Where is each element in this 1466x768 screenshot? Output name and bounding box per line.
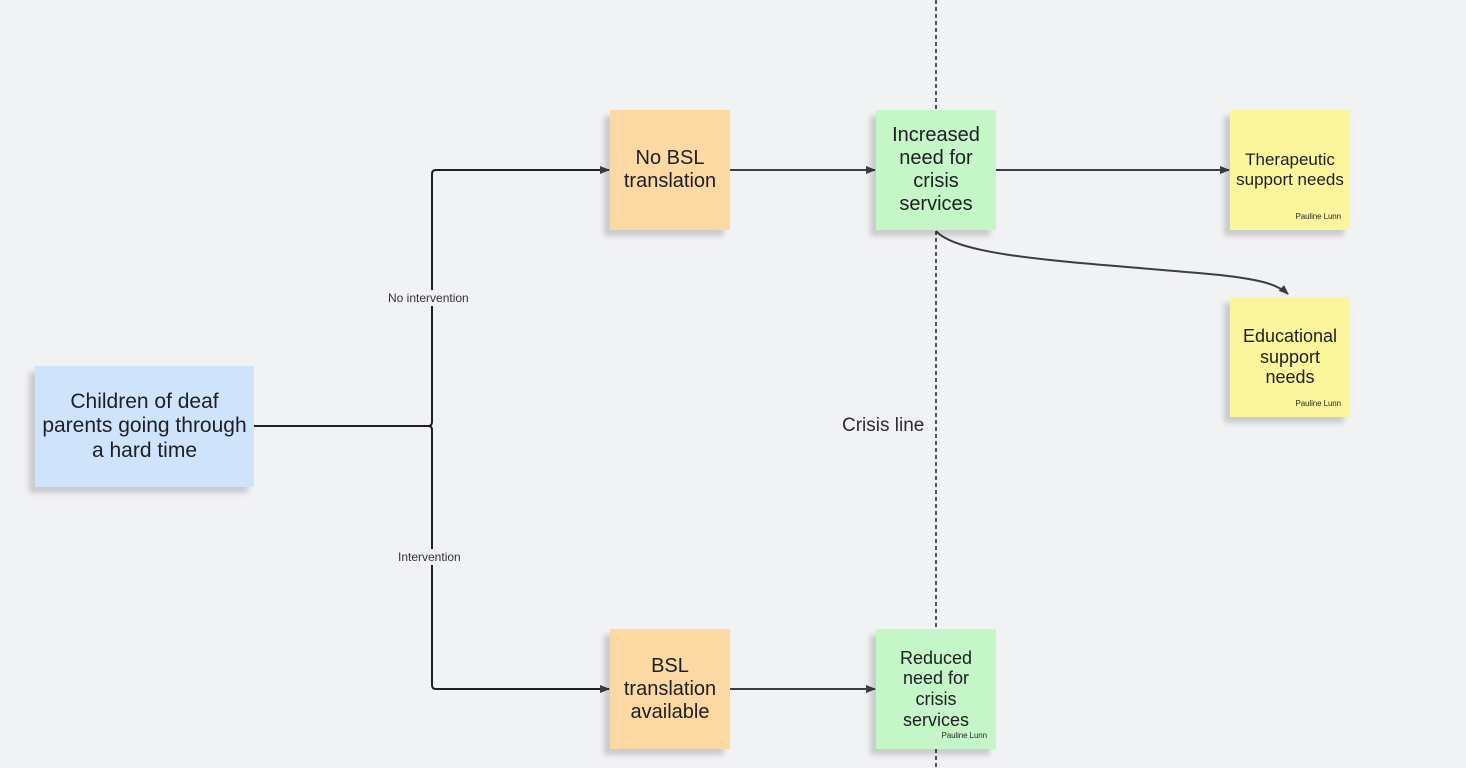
connector-intervention[interactable] xyxy=(427,425,610,693)
sticky-educational-support[interactable]: Educational support needs Pauline Lunn xyxy=(1230,297,1350,417)
sticky-author: Pauline Lunn xyxy=(1295,398,1341,408)
sticky-text: Educational support needs xyxy=(1242,325,1338,388)
sticky-children-of-deaf-parents[interactable]: Children of deaf parents going through a… xyxy=(35,366,254,487)
sticky-therapeutic-support[interactable]: Therapeutic support needs Pauline Lunn xyxy=(1230,110,1350,230)
sticky-author: Pauline Lunn xyxy=(1295,211,1341,221)
edge-label-intervention: Intervention xyxy=(396,549,463,565)
sticky-text: BSL translation available xyxy=(623,654,717,723)
edge-label-no-intervention: No intervention xyxy=(386,290,471,306)
sticky-bsl-translation-available[interactable]: BSL translation available xyxy=(610,629,730,749)
sticky-text: Children of deaf parents going through a… xyxy=(42,390,247,462)
sticky-text: No BSL translation xyxy=(623,147,717,192)
connector-increased-to-educational[interactable] xyxy=(935,230,1289,295)
sticky-text: Reduced need for crisis services xyxy=(899,647,973,730)
sticky-reduced-need[interactable]: Reduced need for crisis services Pauline… xyxy=(876,629,996,749)
crisis-line-label: Crisis line xyxy=(842,415,925,436)
sticky-text: Increased need for crisis services xyxy=(892,124,980,215)
sticky-increased-need[interactable]: Increased need for crisis services xyxy=(876,110,996,230)
sticky-no-bsl-translation[interactable]: No BSL translation xyxy=(610,110,730,230)
sticky-author: Pauline Lunn xyxy=(941,730,987,740)
sticky-text: Therapeutic support needs xyxy=(1236,150,1344,189)
